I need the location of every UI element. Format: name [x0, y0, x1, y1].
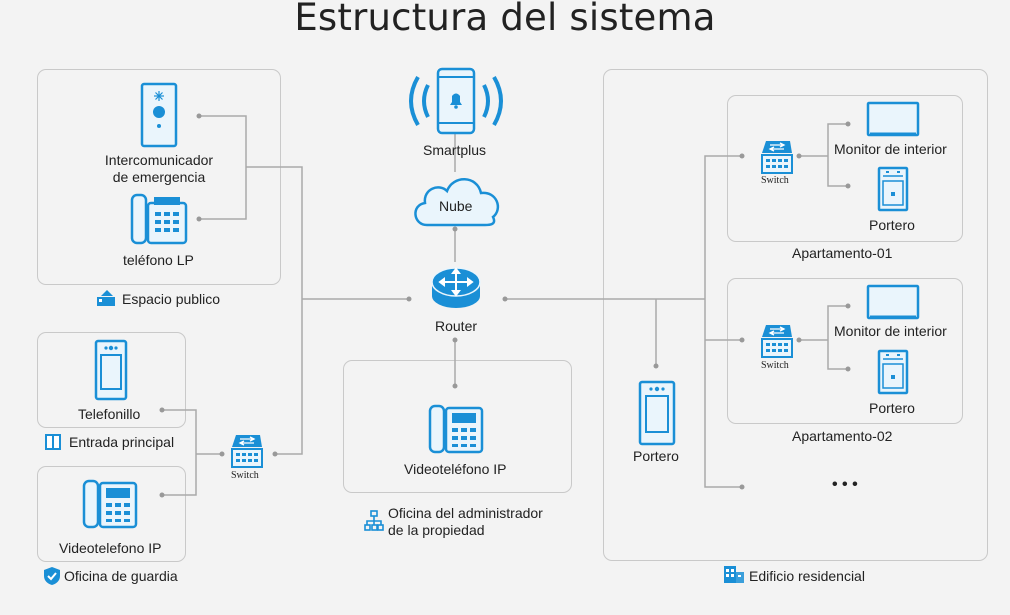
apt02-indoor-monitor-label: Monitor de interior — [834, 323, 947, 339]
ip-video-phone-label: Videotelefono IP — [59, 540, 162, 556]
page-title: Estructura del sistema — [294, 0, 716, 39]
apartment-02-label: Apartamento-02 — [792, 428, 893, 444]
emergency-intercom-icon — [140, 82, 178, 148]
router-label: Router — [435, 318, 478, 334]
router-icon — [431, 267, 481, 308]
ip-video-phone-icon — [82, 479, 138, 529]
apt01-door-station-label: Portero — [869, 217, 915, 233]
residential-building-icon — [724, 566, 744, 583]
apt02-door-station-icon — [877, 349, 909, 395]
apartment-01-label: Apartamento-01 — [792, 245, 893, 261]
cloud-icon — [414, 178, 500, 227]
admin-office-icon — [364, 510, 384, 531]
guard-office-icon — [44, 567, 60, 585]
admin-office-label: Oficina del administrador de la propieda… — [388, 505, 543, 538]
smartplus-phone-icon — [409, 67, 503, 135]
switch-icon — [231, 435, 263, 468]
door-phone-label: Telefonillo — [78, 406, 141, 422]
apt01-door-station-icon — [877, 166, 909, 212]
lobby-door-station-icon — [638, 380, 676, 446]
residential-building-label: Edificio residencial — [749, 568, 865, 584]
apt01-indoor-monitor-label: Monitor de interior — [834, 141, 947, 157]
public-space-icon — [97, 290, 115, 306]
admin-video-phone-icon — [428, 404, 484, 454]
apt02-door-station-label: Portero — [869, 400, 915, 416]
apt02-switch-label: Switch — [761, 360, 789, 371]
apt01-switch-icon — [761, 141, 793, 174]
cloud-label: Nube — [439, 198, 473, 214]
main-entrance-label: Entrada principal — [69, 434, 175, 450]
lobby-door-station-label: Portero — [633, 448, 679, 464]
lp-phone-label: teléfono LP — [123, 252, 194, 268]
emergency-intercom-label: Intercomunicador de emergencia — [104, 152, 214, 185]
lp-phone-icon — [130, 193, 188, 245]
apt01-indoor-monitor-icon — [866, 101, 920, 137]
door-phone-icon — [94, 339, 128, 401]
apt02-switch-icon — [761, 325, 793, 358]
smartplus-label: Smartplus — [423, 142, 487, 158]
switch-label: Switch — [231, 470, 259, 481]
admin-video-phone-label: Videoteléfono IP — [404, 461, 507, 477]
apt01-switch-label: Switch — [761, 175, 789, 186]
guard-office-label: Oficina de guardia — [64, 568, 178, 584]
main-entrance-icon — [45, 434, 61, 450]
public-space-label: Espacio publico — [122, 291, 221, 307]
more-apartments-ellipsis: • • • — [832, 476, 858, 493]
apt02-indoor-monitor-icon — [866, 284, 920, 320]
